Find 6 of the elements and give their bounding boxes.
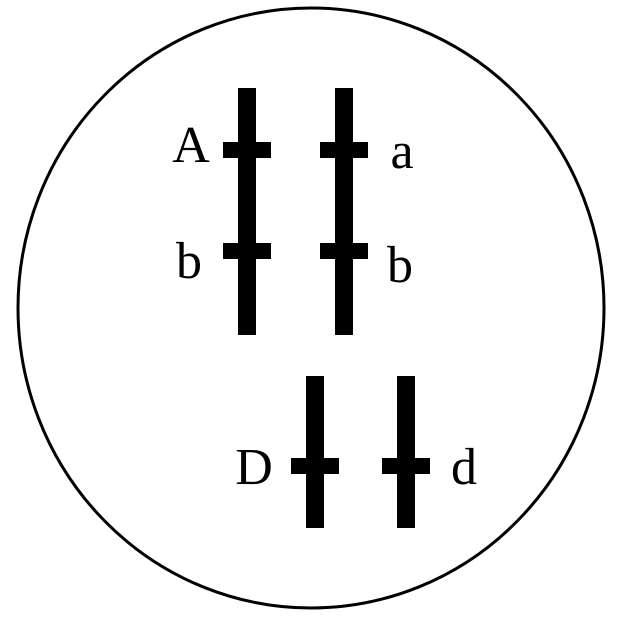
gene-label: a	[390, 126, 414, 178]
gene-label: b	[387, 240, 413, 292]
gene-label: b	[176, 236, 202, 288]
gene-label: A	[172, 120, 210, 172]
gene-label: d	[451, 442, 477, 494]
gene-label: D	[235, 442, 273, 494]
